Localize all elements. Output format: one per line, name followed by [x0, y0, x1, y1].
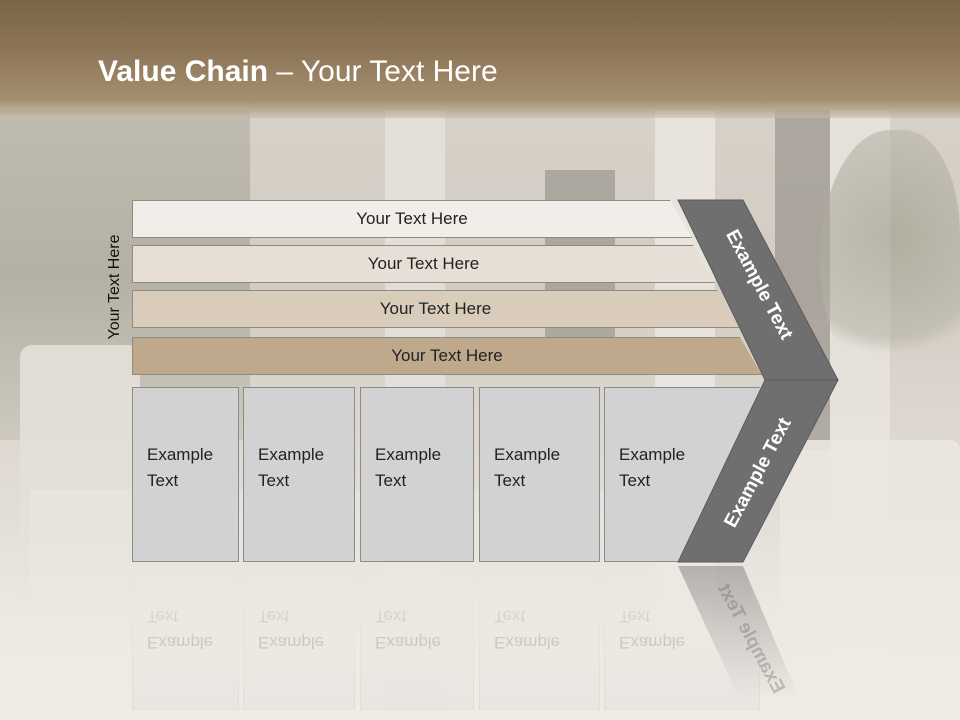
background-plant: [820, 130, 960, 390]
cell-line2: Text: [147, 471, 179, 490]
cell-line1: Example: [619, 445, 686, 464]
activity-cell[interactable]: Example Text: [132, 387, 239, 562]
cell-reflection: Example Text: [479, 570, 600, 710]
side-label: Your Text Here: [102, 222, 128, 352]
reflection-line1: Example: [375, 633, 442, 652]
reflection-line2: Text: [494, 607, 526, 626]
side-label-text: Your Text Here: [106, 234, 123, 340]
row-label: Your Text Here: [356, 209, 468, 228]
activity-cell[interactable]: Example Text: [479, 387, 600, 562]
cell-line2: Text: [494, 471, 526, 490]
slide-title: Value Chain – Your Text Here: [98, 55, 498, 89]
reflection-line2: Text: [258, 607, 290, 626]
reflection-line2: Text: [147, 607, 179, 626]
row-bar[interactable]: Your Text Here: [132, 245, 715, 283]
reflection-line1: Example: [147, 633, 214, 652]
row-label: Your Text Here: [391, 346, 503, 365]
row-label: Your Text Here: [367, 254, 480, 273]
row-label: Your Text Here: [379, 299, 492, 318]
reflection-line1: Example: [258, 633, 325, 652]
cell-line1: Example: [375, 445, 442, 464]
cell-line2: Text: [375, 471, 407, 490]
reflection-line1: Example: [494, 633, 561, 652]
cell-line1: Example: [494, 445, 561, 464]
cell-line1: Example: [147, 445, 214, 464]
row-bar[interactable]: Your Text Here: [132, 337, 762, 375]
title-bold: Value Chain: [98, 55, 269, 88]
cell-reflection: Example Text: [360, 570, 474, 710]
activity-cell[interactable]: Example Text: [360, 387, 474, 562]
title-rest: – Your Text Here: [268, 55, 498, 88]
row-bar[interactable]: Your Text Here: [132, 200, 692, 238]
cell-reflection: Example Text: [132, 570, 239, 710]
reflection-line2: Text: [375, 607, 407, 626]
cell-line1: Example: [258, 445, 325, 464]
cell-line2: Text: [619, 471, 651, 490]
row-bar[interactable]: Your Text Here: [132, 290, 739, 328]
header-band: Value Chain – Your Text Here: [0, 0, 960, 118]
cell-line2: Text: [258, 471, 290, 490]
activity-cell[interactable]: Example Text: [243, 387, 355, 562]
cell-reflection: Example Text: [243, 570, 355, 710]
